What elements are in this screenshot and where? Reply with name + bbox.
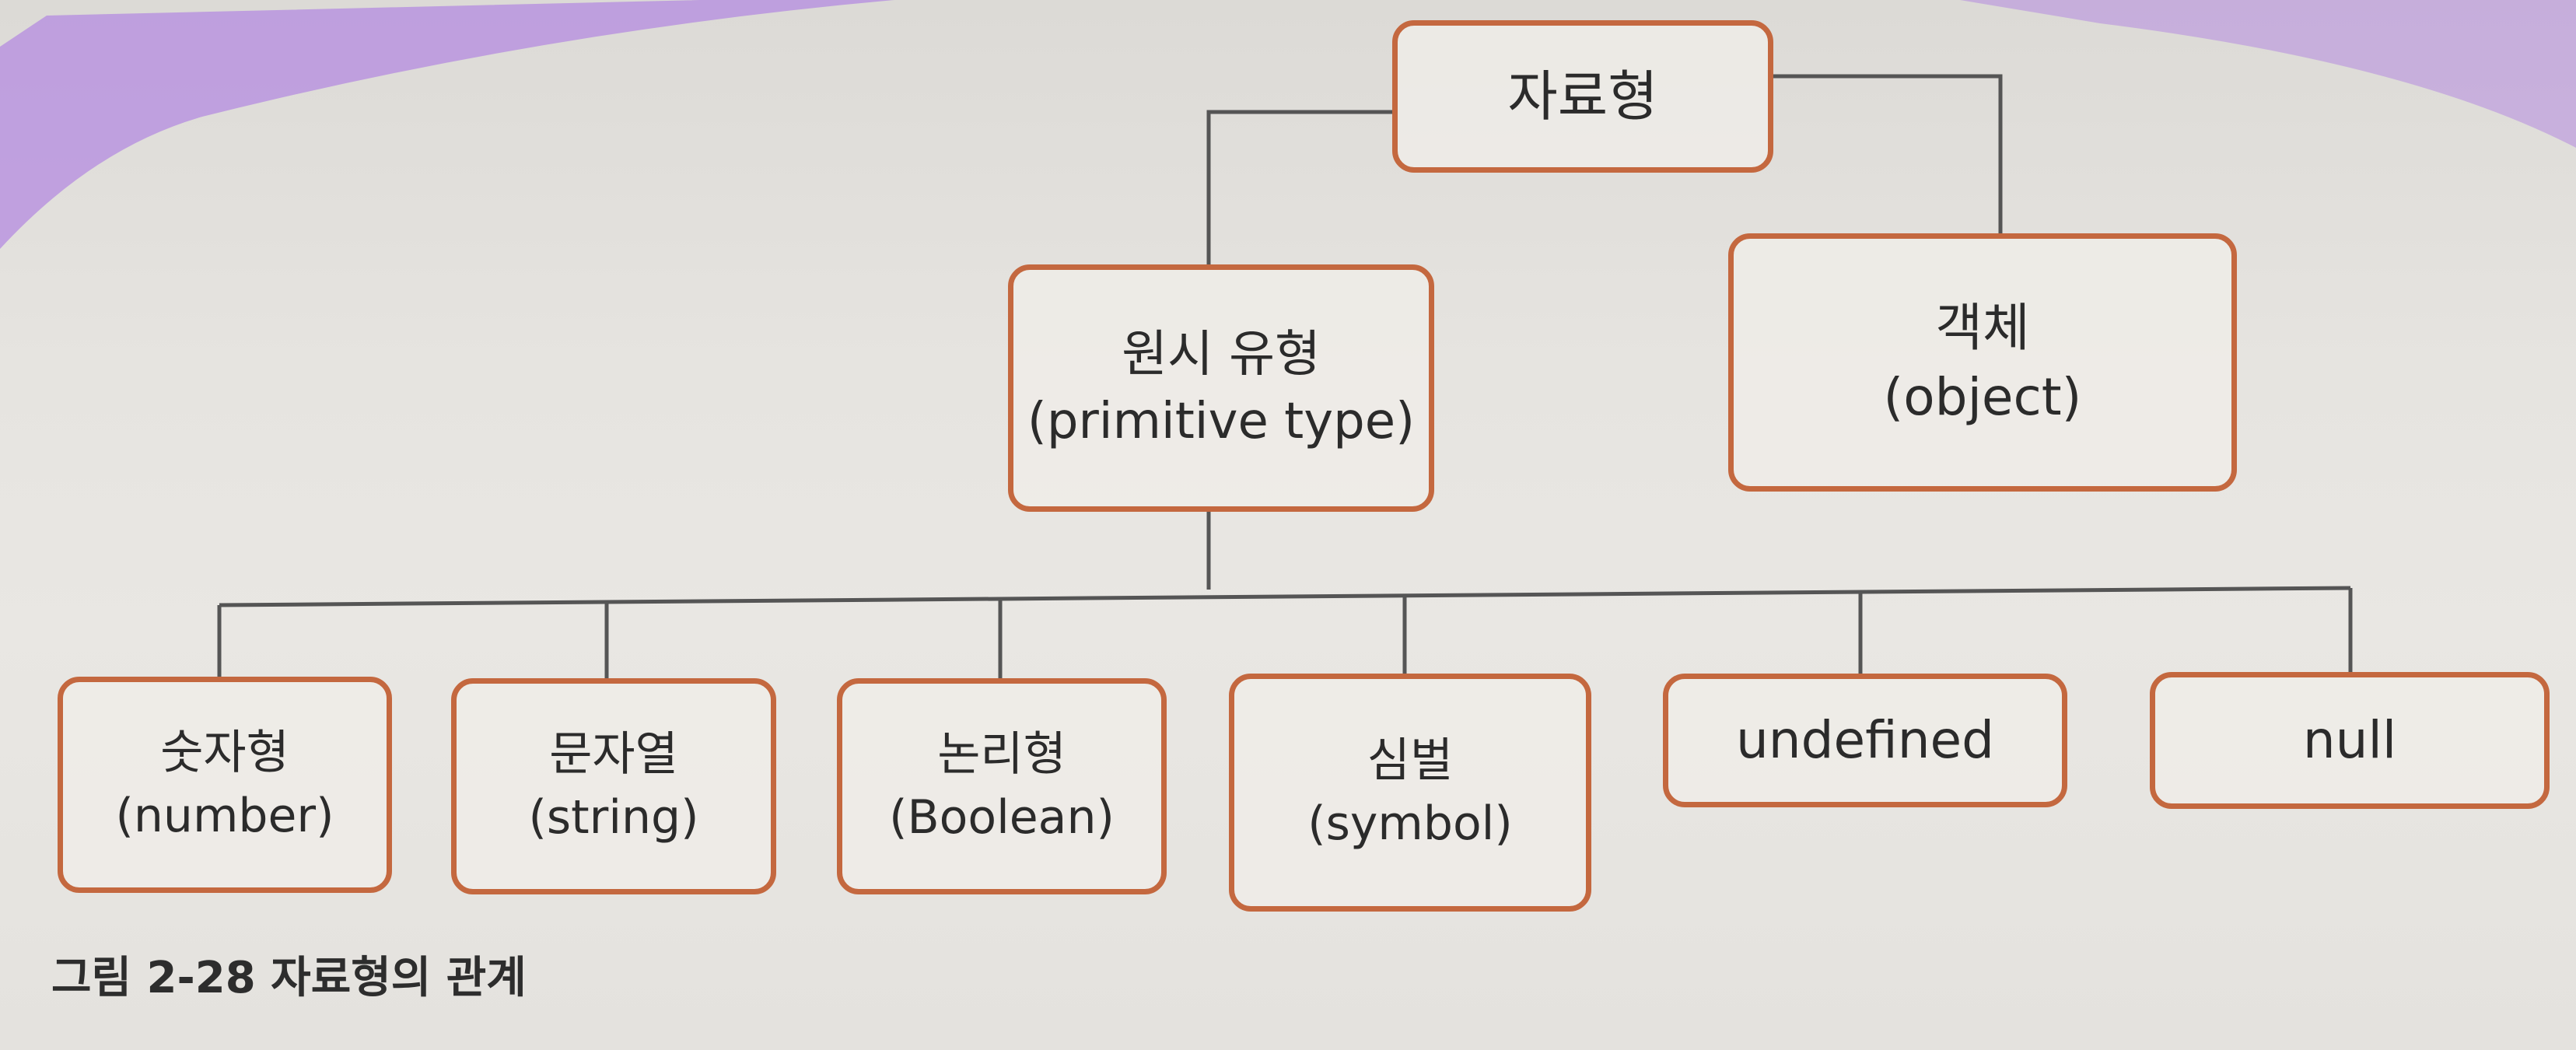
node-string: 문자열 (string): [451, 678, 776, 894]
node-primitive-type-label: 원시 유형: [1122, 325, 1321, 383]
node-primitive-type-sublabel: (primitive type): [1027, 393, 1416, 450]
node-object: 객체 (object): [1728, 233, 2237, 492]
node-symbol-label: 심벌: [1367, 733, 1454, 788]
node-object-label: 객체: [1935, 297, 2030, 358]
node-object-sublabel: (object): [1883, 367, 2082, 427]
highlight-band: [0, 0, 894, 249]
node-boolean-label: 논리형: [937, 727, 1066, 782]
node-boolean: 논리형 (Boolean): [837, 678, 1167, 894]
node-boolean-sublabel: (Boolean): [889, 790, 1115, 845]
node-symbol: 심벌 (symbol): [1229, 674, 1591, 912]
node-number: 숫자형 (number): [58, 677, 392, 893]
node-string-label: 문자열: [549, 727, 678, 782]
node-undefined-label: undefined: [1735, 710, 1995, 771]
node-null-label: null: [2302, 710, 2397, 771]
node-data-type: 자료형: [1392, 20, 1773, 173]
node-undefined: undefined: [1663, 674, 2067, 807]
node-data-type-label: 자료형: [1507, 64, 1658, 128]
figure-caption: 그림 2-28 자료형의 관계: [51, 953, 527, 1003]
node-symbol-sublabel: (symbol): [1307, 796, 1513, 851]
node-string-sublabel: (string): [528, 790, 699, 845]
node-number-sublabel: (number): [115, 789, 334, 843]
connector-bus: [219, 586, 2351, 607]
connector-root-object: [1773, 74, 2003, 235]
node-number-label: 숫자형: [160, 726, 289, 780]
node-null: null: [2150, 672, 2550, 809]
connector-root-primitive: [1206, 110, 1392, 266]
highlight-band-right: [1960, 0, 2576, 148]
node-primitive-type: 원시 유형 (primitive type): [1008, 264, 1434, 512]
